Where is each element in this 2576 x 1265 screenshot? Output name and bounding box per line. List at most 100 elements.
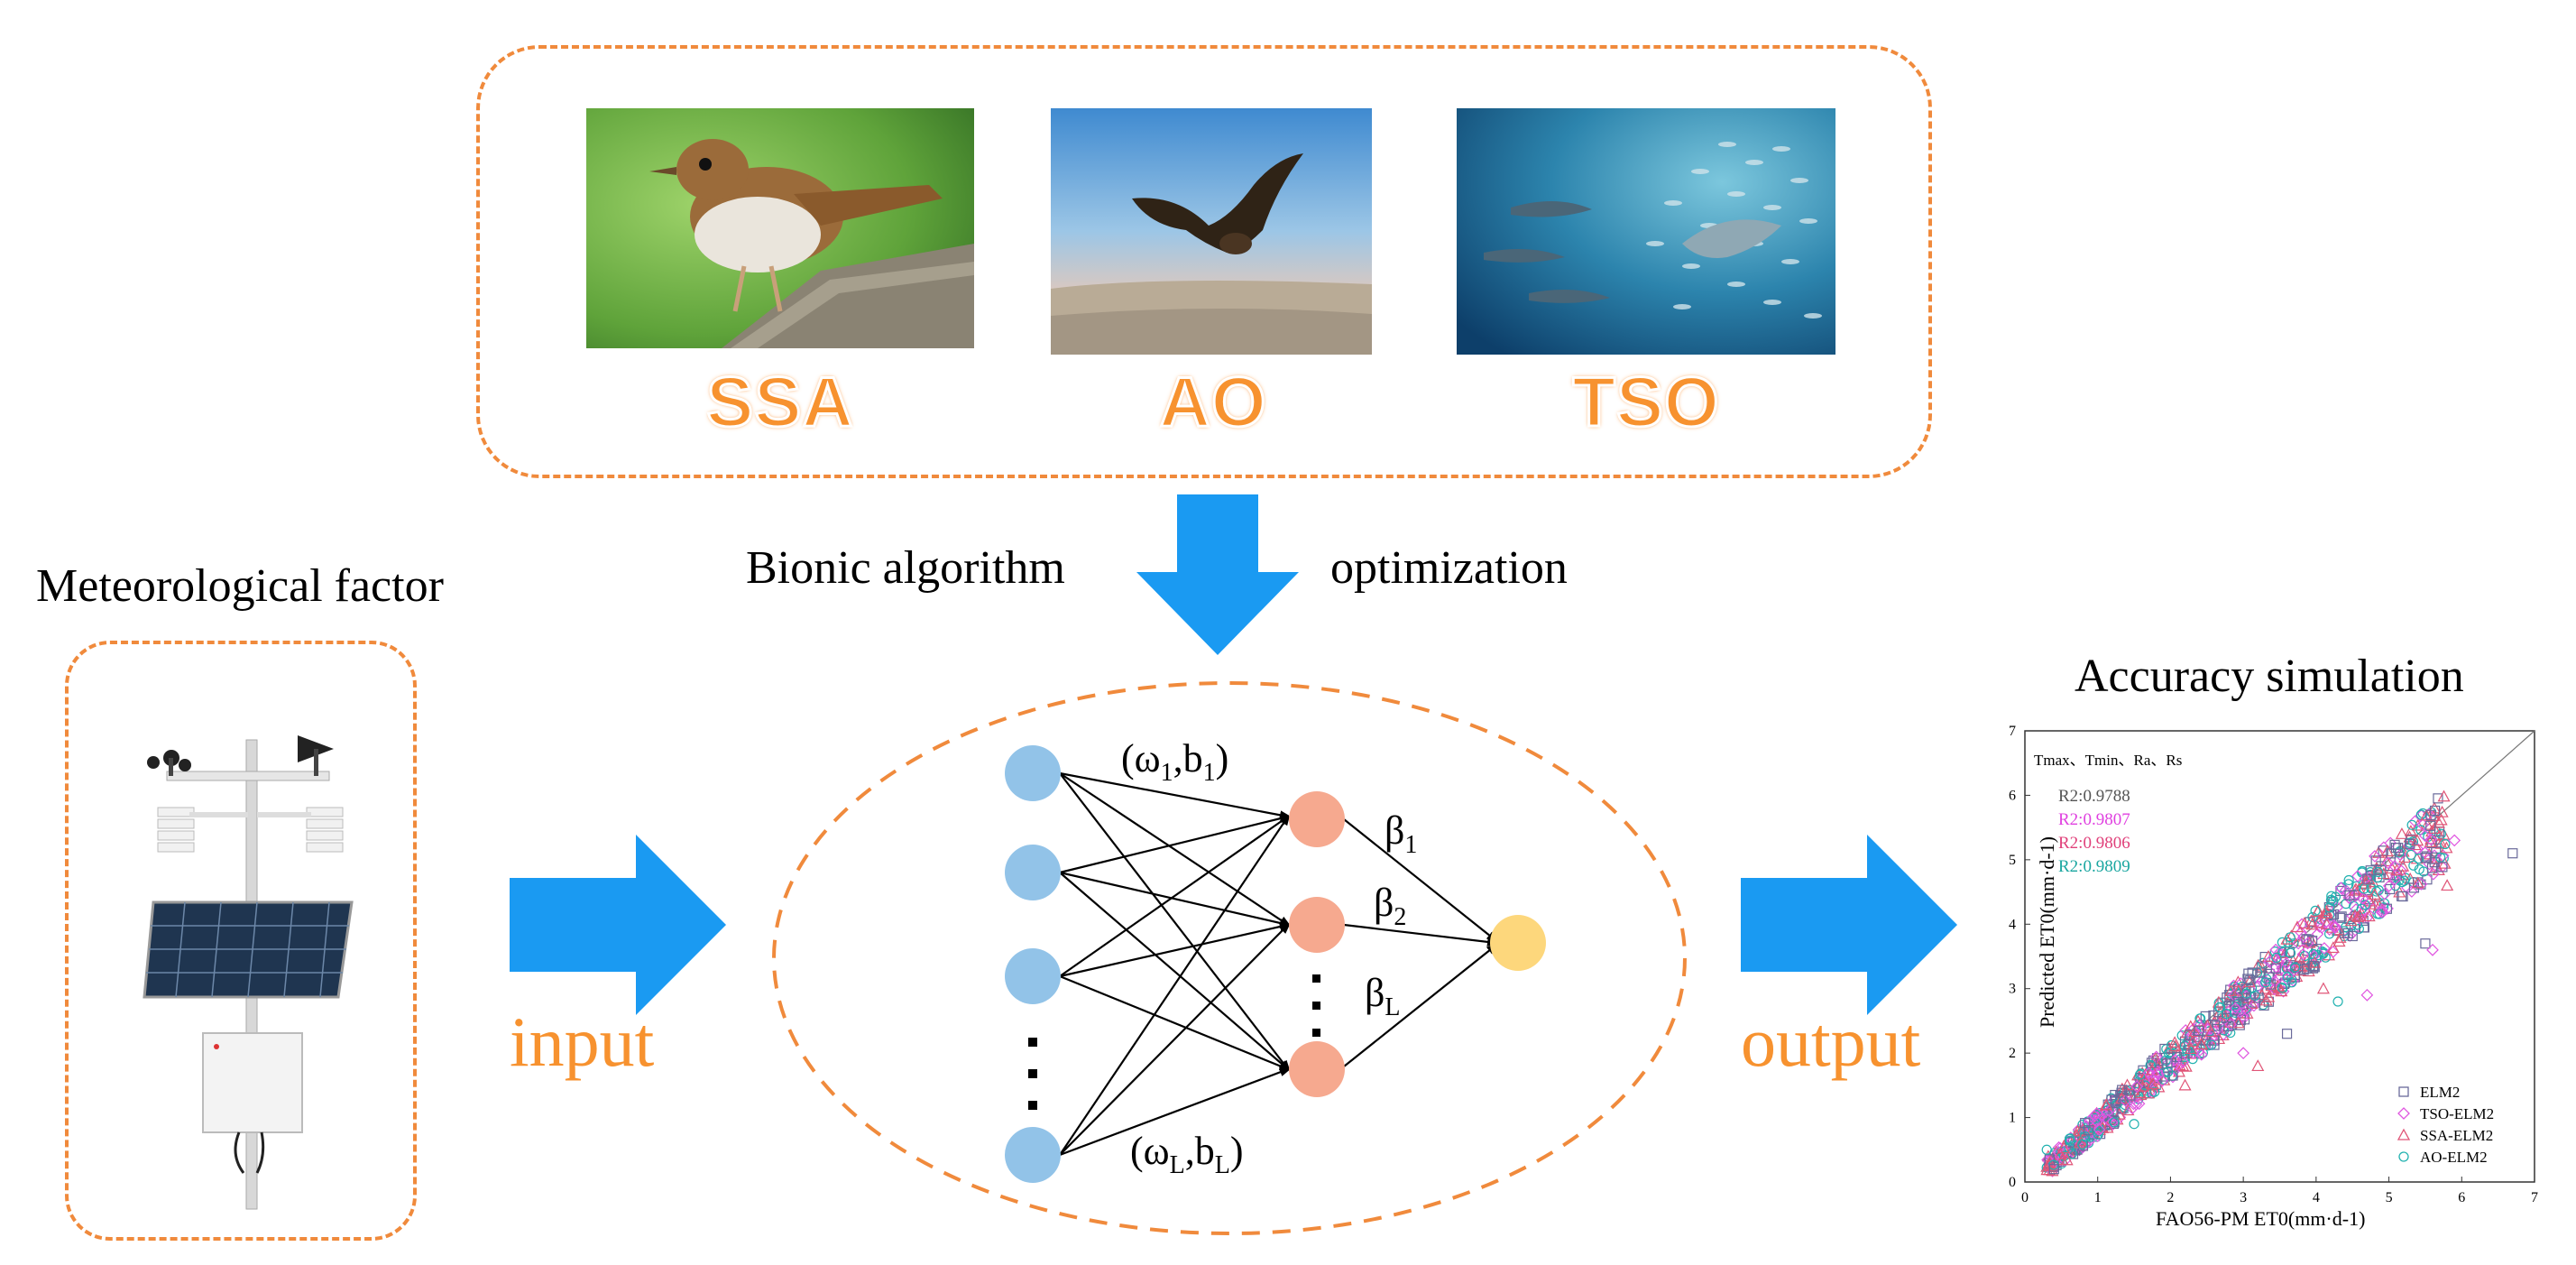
- scatter-point: [2248, 999, 2260, 1012]
- scatter-point: [2185, 1042, 2198, 1055]
- tuna-school-photo: [1457, 108, 1835, 355]
- input-arrow-icon: [510, 835, 726, 1015]
- scatter-point: [2214, 1002, 2225, 1012]
- scatter-point: [2242, 974, 2253, 984]
- scatter-point: [2408, 860, 2419, 871]
- scatter-point: [2084, 1125, 2094, 1136]
- station-box: [65, 641, 417, 1241]
- scatter-point: [2224, 1018, 2237, 1031]
- legend-marker: [2397, 1107, 2410, 1120]
- scatter-point: [2243, 968, 2254, 979]
- output-arrow-icon: [1741, 835, 1957, 1015]
- scatter-point: [2212, 995, 2225, 1008]
- scatter-point: [2204, 1025, 2218, 1038]
- scatter-point: [2265, 979, 2276, 990]
- scatter-point: [2231, 983, 2245, 996]
- y-tick-label: 5: [2009, 853, 2016, 868]
- legend-marker: [2398, 1151, 2409, 1162]
- scatter-point: [2362, 910, 2376, 922]
- scatter-point: [2184, 1020, 2197, 1032]
- scatter-point: [2125, 1090, 2136, 1101]
- scatter-point: [2397, 891, 2408, 902]
- scatter-point: [2171, 1058, 2185, 1072]
- accuracy-simulation-title: Accuracy simulation: [2075, 651, 2464, 702]
- scatter-point: [2385, 883, 2396, 895]
- scatter-point: [2375, 906, 2388, 919]
- scatter-point: [2108, 1106, 2119, 1117]
- scatter-point: [2427, 801, 2442, 814]
- scatter-point: [2126, 1102, 2139, 1115]
- scatter-point: [2350, 887, 2363, 900]
- chart-xlabel: FAO56-PM ET0(mm·d-1): [2156, 1207, 2366, 1230]
- scatter-point: [2379, 854, 2393, 867]
- scatter-point: [2130, 1080, 2144, 1094]
- scatter-point: [2418, 846, 2432, 859]
- scatter-point: [2100, 1098, 2113, 1110]
- scatter-point: [2356, 892, 2369, 905]
- scatter-point: [2261, 949, 2275, 962]
- scatter-point: [2093, 1123, 2106, 1136]
- meteorological-factor-title: Meteorological factor: [36, 560, 444, 612]
- scatter-point: [2431, 843, 2442, 854]
- scatter-point: [2344, 890, 2355, 901]
- scatter-outlier: [2507, 848, 2518, 859]
- algorithm-label-ao: AO: [1158, 361, 1267, 443]
- scatter-point: [2438, 856, 2452, 869]
- scatter-point: [2066, 1149, 2077, 1159]
- weather-station-icon: [143, 735, 354, 1210]
- algorithm-label-ssa: SSA: [705, 361, 854, 443]
- scatter-point: [2282, 972, 2293, 983]
- scatter-point: [2420, 852, 2431, 863]
- legend-marker: [2398, 1086, 2409, 1097]
- scatter-point: [2121, 1103, 2135, 1116]
- scatter-point: [2206, 1039, 2217, 1050]
- bionic-algorithm-label: Bionic algorithm: [746, 542, 1065, 594]
- x-tick-label: 5: [2386, 1190, 2393, 1205]
- scatter-point: [2411, 834, 2424, 846]
- scatter-point: [2289, 962, 2301, 973]
- legend-label: AO-ELM2: [2420, 1149, 2488, 1166]
- scatter-point: [2414, 854, 2424, 864]
- scatter-point: [2124, 1085, 2135, 1095]
- eagle-flying-photo: [1051, 108, 1372, 355]
- scatter-point: [2301, 963, 2312, 974]
- scatter-point: [2168, 1053, 2182, 1066]
- optimization-label: optimization: [1330, 542, 1568, 594]
- scatter-point: [2141, 1086, 2156, 1099]
- x-tick-label: 0: [2021, 1190, 2029, 1205]
- scatter-point: [2348, 909, 2361, 921]
- scatter-point: [2109, 1117, 2120, 1128]
- scatter-point: [2421, 851, 2432, 862]
- scatter-point: [2270, 963, 2281, 974]
- scatter-point: [2311, 928, 2324, 940]
- scatter-point: [2225, 1027, 2236, 1039]
- scatter-point: [2187, 1047, 2200, 1060]
- scatter-point: [2393, 843, 2404, 854]
- scatter-point: [2381, 856, 2395, 870]
- scatter-point: [2329, 920, 2341, 933]
- scatter-outlier: [2360, 989, 2374, 1002]
- scatter-point: [2319, 904, 2333, 917]
- scatter-point: [2162, 1058, 2173, 1069]
- beta-l-label: βL: [1365, 971, 1401, 1021]
- scatter-point: [2278, 946, 2292, 958]
- algorithms-box: [476, 45, 1932, 478]
- scatter-point: [2147, 1077, 2160, 1089]
- scatter-point: [2360, 884, 2374, 897]
- scatter-point: [2229, 1002, 2242, 1015]
- scatter-point: [2088, 1109, 2101, 1122]
- scatter-point: [2195, 1013, 2206, 1024]
- scatter-point: [2168, 1039, 2182, 1052]
- scatter-point: [2276, 962, 2288, 975]
- scatter-point: [2219, 1020, 2231, 1033]
- x-tick-label: 6: [2458, 1190, 2465, 1205]
- scatter-point: [2332, 935, 2346, 947]
- scatter-point: [2112, 1107, 2126, 1120]
- scatter-point: [2251, 958, 2265, 971]
- scatter-point: [2388, 860, 2401, 873]
- scatter-point: [2255, 967, 2266, 978]
- scatter-point: [2185, 1032, 2199, 1046]
- scatter-outlier: [2237, 1047, 2249, 1059]
- r2-ssa-elm2: R2:0.9806: [2058, 834, 2130, 853]
